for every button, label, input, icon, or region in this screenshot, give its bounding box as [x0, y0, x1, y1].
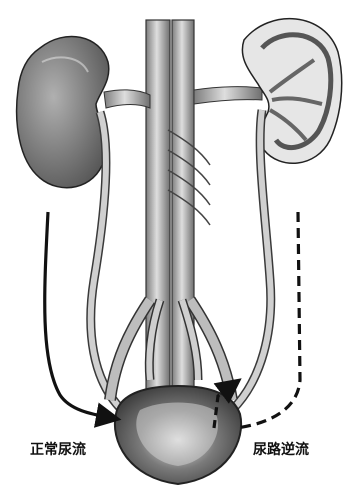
- left-kidney: [17, 37, 109, 188]
- reflux-label: 尿路逆流: [251, 441, 311, 459]
- iliac-vessels: [110, 300, 232, 400]
- vena-cava: [172, 20, 194, 420]
- right-ureter: [232, 110, 271, 410]
- normal-flow-label: 正常尿流: [28, 441, 88, 459]
- bladder: [115, 386, 241, 484]
